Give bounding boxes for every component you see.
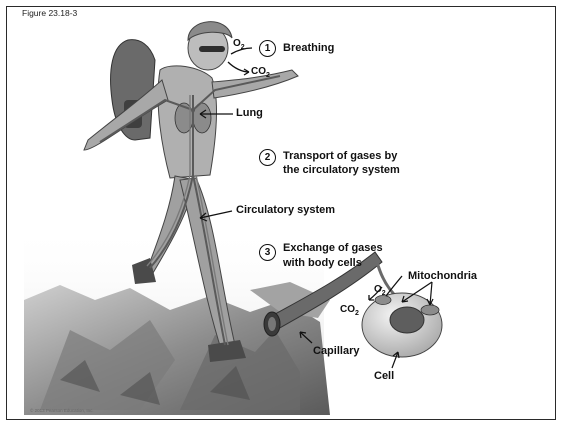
- copyright-notice: © 2013 Pearson Education, Inc.: [30, 408, 94, 413]
- step-3-title-line1: Exchange of gases: [283, 242, 383, 255]
- step-2-title-line2: the circulatory system: [283, 164, 400, 177]
- mitochondria-label: Mitochondria: [408, 270, 477, 283]
- cell-label: Cell: [374, 370, 394, 383]
- step-2-number: 2: [259, 149, 276, 166]
- capillary-label: Capillary: [313, 345, 359, 358]
- step-2-title-line1: Transport of gases by: [283, 150, 397, 163]
- o2-label-breathing: O2: [233, 38, 245, 51]
- breathing-arrows: [228, 48, 252, 75]
- o2-label-cell: O2: [374, 284, 386, 297]
- lung-label: Lung: [236, 107, 263, 120]
- co2-label-cell: CO2: [340, 304, 359, 317]
- step-3-title-line2: with body cells: [283, 257, 362, 270]
- co2-label-breathing: CO2: [251, 66, 270, 79]
- step-1-number: 1: [259, 40, 276, 57]
- step-1-title: Breathing: [283, 42, 334, 55]
- circulatory-system-label: Circulatory system: [236, 204, 335, 217]
- step-3-number: 3: [259, 244, 276, 261]
